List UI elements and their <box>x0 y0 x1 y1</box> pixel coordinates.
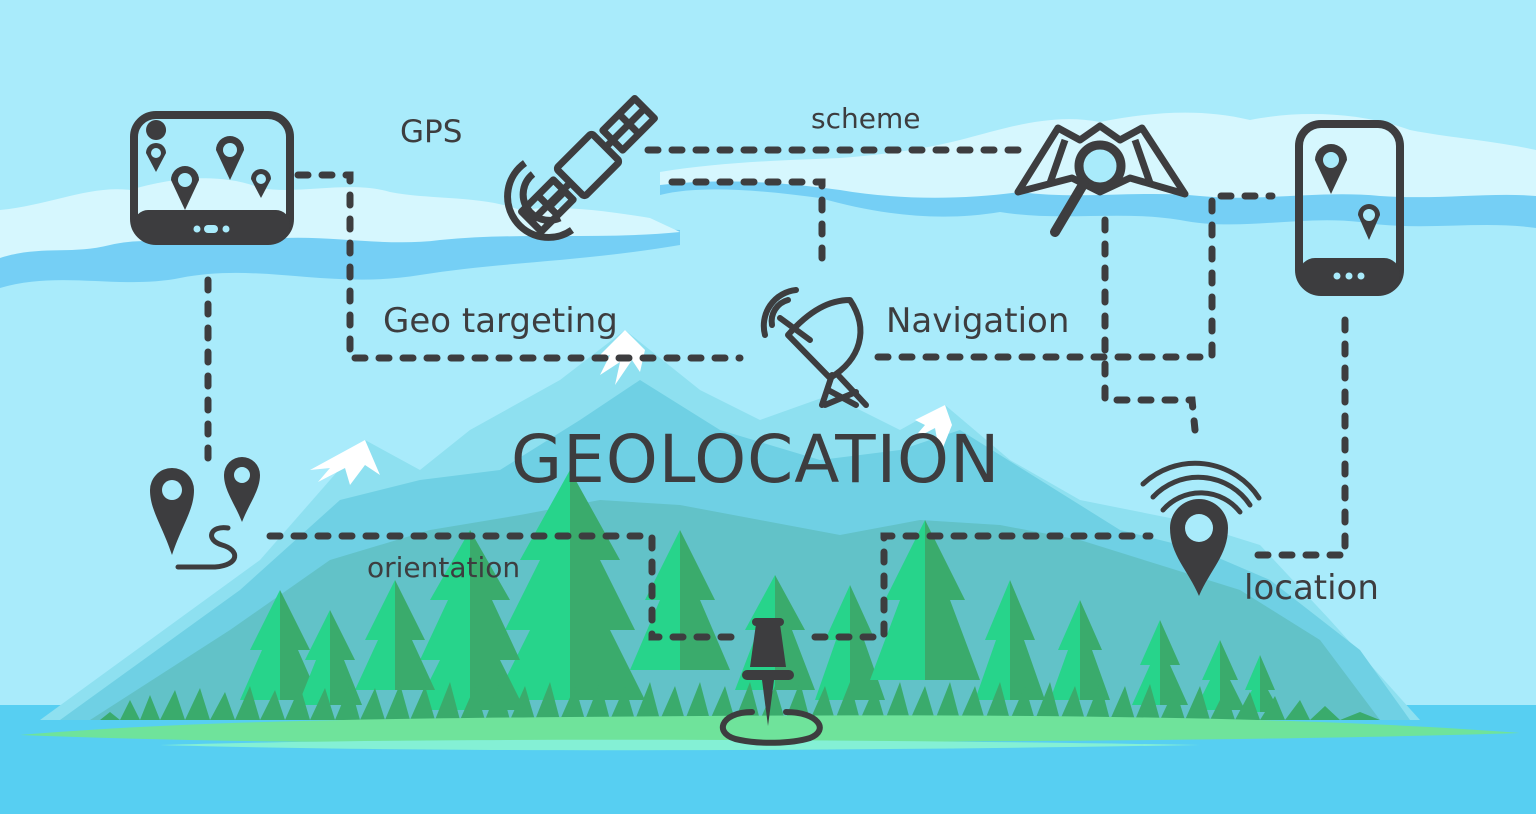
label-orientation: orientation <box>367 551 521 584</box>
push-pin-icon <box>719 618 823 746</box>
phone-map-pins-icon <box>1295 120 1404 296</box>
map-search-icon <box>1014 122 1189 237</box>
satellite-icon <box>504 95 658 241</box>
dashed-connectors <box>204 146 1349 641</box>
route-pins-icon <box>150 448 260 570</box>
signal-pin-icon <box>1140 460 1262 596</box>
grass <box>20 682 1520 751</box>
label-geo-targeting: Geo targeting <box>383 301 618 341</box>
label-navigation: Navigation <box>886 301 1070 341</box>
label-scheme: scheme <box>811 102 921 135</box>
satellite-dish-icon <box>760 287 869 408</box>
page-title: GEOLOCATION <box>511 421 1001 498</box>
label-location: location <box>1244 568 1379 608</box>
tablet-map-pins-icon <box>130 111 294 245</box>
label-gps: GPS <box>400 114 463 150</box>
